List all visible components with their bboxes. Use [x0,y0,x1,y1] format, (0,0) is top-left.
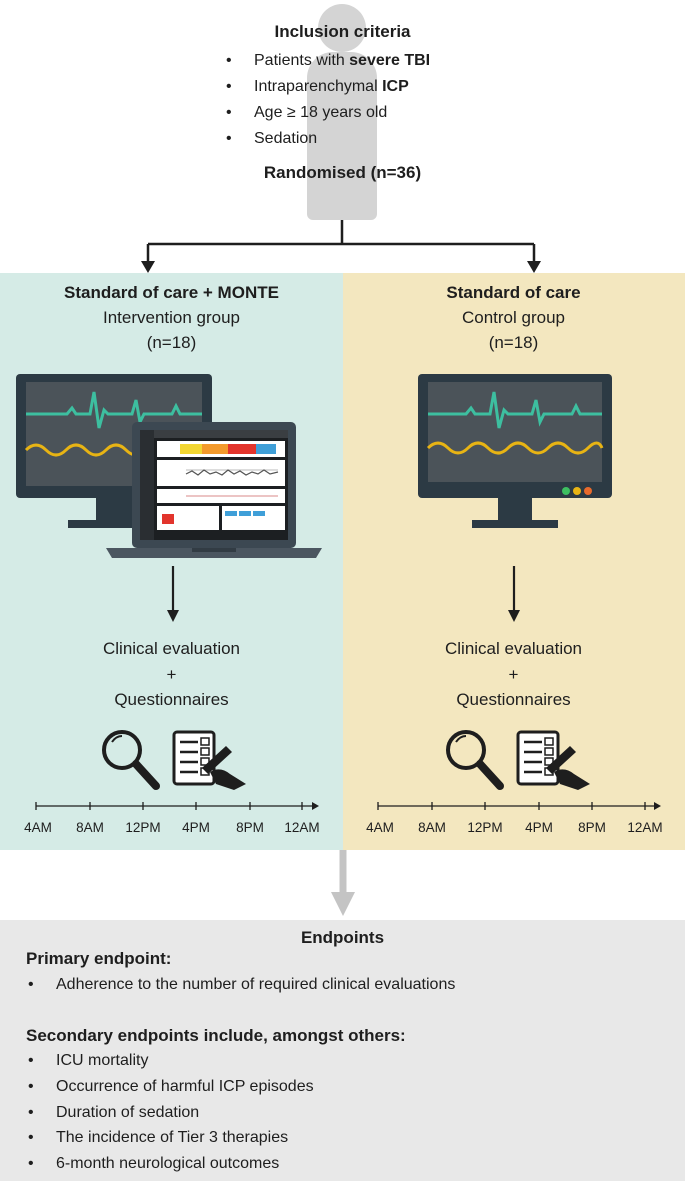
inclusion-item: Intraparenchymal ICP [226,74,430,100]
intervention-group-subtitle: Intervention group [102,308,241,327]
writing-hand-icon [202,746,246,790]
evaluation-icons [446,730,590,790]
control-group-n: (n=18) [488,333,539,352]
control-timeline: 4AM 8AM 12PM 4PM 8PM 12AM [366,802,663,835]
laptop-monte-dashboard-icon [106,422,322,558]
intervention-group-panel [0,273,343,850]
endpoint-item: Occurrence of harmful ICP episodes [28,1074,314,1100]
endpoints-arrow [331,850,355,916]
control-group-title: Standard of care [446,283,581,302]
magnifier-icon [102,730,160,790]
timeline-tick-label: 12PM [125,820,160,835]
timeline-tick-label: 4AM [366,820,394,835]
questionnaires-label: Questionnaires [456,690,571,709]
down-arrow [508,566,520,622]
clinical-evaluation-label: Clinical evaluation [102,639,241,658]
timeline-tick-label: 8PM [236,820,264,835]
questionnaires-label: Questionnaires [114,690,229,709]
timeline-tick-label: 12AM [284,820,319,835]
timelines: 4AM 8AM 12PM 4PM 8PM 12AM 4AM 8AM 12PM 4… [24,802,663,835]
timeline-tick-label: 12AM [627,820,662,835]
inclusion-item: Patients with severe TBI [226,48,430,74]
control-group-subtitle: Control group [461,308,565,327]
writing-hand-icon [546,746,590,790]
clinical-evaluation-label: Clinical evaluation [444,639,583,658]
secondary-endpoints-heading: Secondary endpoints include, amongst oth… [26,1026,406,1045]
randomisation-branch-arrows [141,220,541,273]
inclusion-criteria-list: Patients with severe TBI Intraparenchyma… [226,48,430,152]
down-arrow [167,566,179,622]
person-silhouette-head [318,4,366,52]
timeline-tick-label: 8AM [76,820,104,835]
endpoint-item: The incidence of Tier 3 therapies [28,1125,314,1151]
timeline-tick-label: 8PM [578,820,606,835]
plus-sign: + [508,665,519,684]
primary-endpoint-heading: Primary endpoint: [26,949,172,968]
timeline-tick-label: 8AM [418,820,446,835]
bedside-monitor-icon [418,374,612,528]
intervention-group-title: Standard of care + MONTE [64,283,279,302]
magnifier-icon [446,730,504,790]
inclusion-item: Sedation [226,126,430,152]
endpoint-item: ICU mortality [28,1048,314,1074]
timeline-tick-label: 4PM [182,820,210,835]
endpoints-title: Endpoints [300,928,385,947]
timeline-tick-label: 4AM [24,820,52,835]
intervention-group-n: (n=18) [146,333,197,352]
secondary-endpoints-list: ICU mortality Occurrence of harmful ICP … [28,1048,314,1177]
monitor-and-laptop-illustration [16,374,322,558]
inclusion-item: Age ≥ 18 years old [226,100,430,126]
timeline-tick-label: 12PM [467,820,502,835]
evaluation-icons [102,730,246,790]
endpoint-item: 6-month neurological outcomes [28,1151,314,1177]
checklist-icon [516,730,560,786]
control-group-panel [343,273,685,850]
endpoint-item: Duration of sedation [28,1100,314,1126]
inclusion-criteria-title: Inclusion criteria [274,22,411,41]
timeline-tick-label: 4PM [525,820,553,835]
intervention-timeline: 4AM 8AM 12PM 4PM 8PM 12AM [24,802,320,835]
randomised-label: Randomised (n=36) [263,163,422,182]
primary-endpoint-list: Adherence to the number of required clin… [28,972,455,998]
endpoint-item: Adherence to the number of required clin… [28,972,455,998]
checklist-icon [172,730,216,786]
plus-sign: + [166,665,177,684]
